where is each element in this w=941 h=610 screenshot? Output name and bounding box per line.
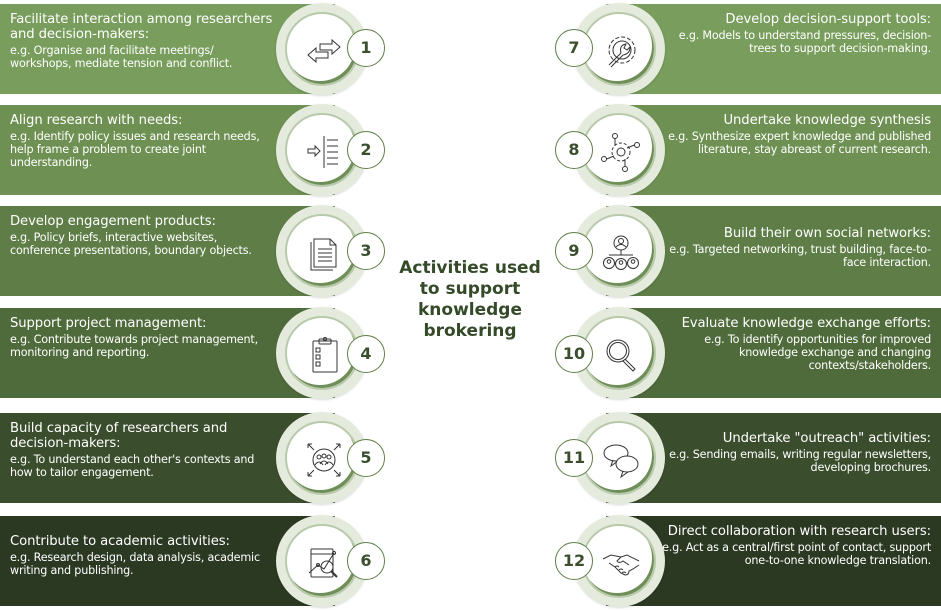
activity-4-number: 4: [347, 335, 385, 373]
activity-11-ring: [573, 412, 665, 504]
clipboard-checklist-icon: [312, 337, 338, 373]
activity-8-title: Undertake knowledge synthesis: [723, 113, 932, 128]
activity-1-number: 1: [347, 29, 385, 67]
activity-3-desc: e.g. Policy briefs, interactive websites…: [10, 231, 252, 257]
activity-12-title: Direct collaboration with research users…: [667, 524, 931, 539]
exchange-arrows-icon: [307, 38, 341, 64]
handshake-icon: [602, 554, 640, 576]
activity-9-desc: e.g. Targeted networking, trust building…: [669, 243, 931, 269]
network-gear-icon: [601, 133, 640, 172]
group-expand-icon: [307, 443, 341, 477]
center-title: Activities used to support knowledge bro…: [399, 258, 541, 341]
data-analysis-icon: [308, 548, 338, 578]
activity-11-number: 11: [555, 439, 593, 477]
activity-2-ring: [276, 104, 368, 196]
activity-2-number: 2: [347, 131, 385, 169]
gear-wrench-icon: [608, 36, 636, 68]
activity-4-title: Support project management:: [10, 316, 207, 331]
activity-8-number: 8: [555, 131, 593, 169]
activity-5-title: Build capacity of researchers and decisi…: [10, 421, 228, 451]
activity-6-desc: e.g. Research design, data analysis, aca…: [10, 551, 260, 577]
activity-8-desc: e.g. Synthesize expert knowledge and pub…: [668, 130, 931, 156]
activity-5-desc: e.g. To understand each other's contexts…: [10, 453, 255, 479]
activity-6-number: 6: [347, 542, 385, 580]
activity-10-number: 10: [555, 335, 593, 373]
activity-10-desc: e.g. To identify opportunities for impro…: [704, 333, 931, 372]
activity-11-title: Undertake "outreach" activities:: [722, 431, 931, 446]
arrow-into-list-icon: [307, 136, 338, 168]
speech-bubbles-icon: [603, 444, 639, 479]
activity-8-ring: [573, 104, 665, 196]
activity-10-title: Evaluate knowledge exchange efforts:: [681, 316, 932, 331]
activity-1-ring: [276, 3, 368, 95]
activity-11-desc: e.g. Sending emails, writing regular new…: [669, 448, 931, 474]
activity-12-number: 12: [555, 542, 593, 580]
activity-7-title: Develop decision-support tools:: [725, 12, 931, 27]
activity-10-ring: [573, 307, 665, 399]
activity-2-title: Align research with needs:: [10, 113, 183, 128]
activity-3-title: Develop engagement products:: [10, 214, 216, 229]
activity-4-desc: e.g. Contribute towards project manageme…: [10, 333, 258, 359]
activity-9-number: 9: [555, 232, 593, 270]
activity-5-panel: Build capacity of researchers and decisi…: [0, 413, 335, 503]
activity-12-desc: e.g. Act as a central/first point of con…: [662, 541, 931, 567]
people-network-icon: [603, 235, 639, 270]
activity-9-panel: Build their own social networks: e.g. Ta…: [606, 206, 941, 296]
magnifier-icon: [606, 339, 636, 372]
activity-5-number: 5: [347, 439, 385, 477]
activity-3-number: 3: [347, 232, 385, 270]
activity-3-ring: [276, 205, 368, 297]
activity-1-desc: e.g. Organise and facilitate meetings/ w…: [10, 44, 233, 70]
activity-7-desc: e.g. Models to understand pressures, dec…: [678, 29, 931, 55]
activity-2-desc: e.g. Identify policy issues and research…: [10, 130, 260, 169]
activity-11-panel: Undertake "outreach" activities: e.g. Se…: [606, 413, 941, 503]
activity-9-title: Build their own social networks:: [723, 226, 931, 241]
documents-icon: [310, 238, 337, 271]
activity-7-number: 7: [555, 29, 593, 67]
activity-1-title: Facilitate interaction among researchers…: [10, 12, 273, 42]
activity-6-title: Contribute to academic activities:: [10, 534, 230, 549]
activity-6-panel: Contribute to academic activities: e.g. …: [0, 516, 335, 606]
